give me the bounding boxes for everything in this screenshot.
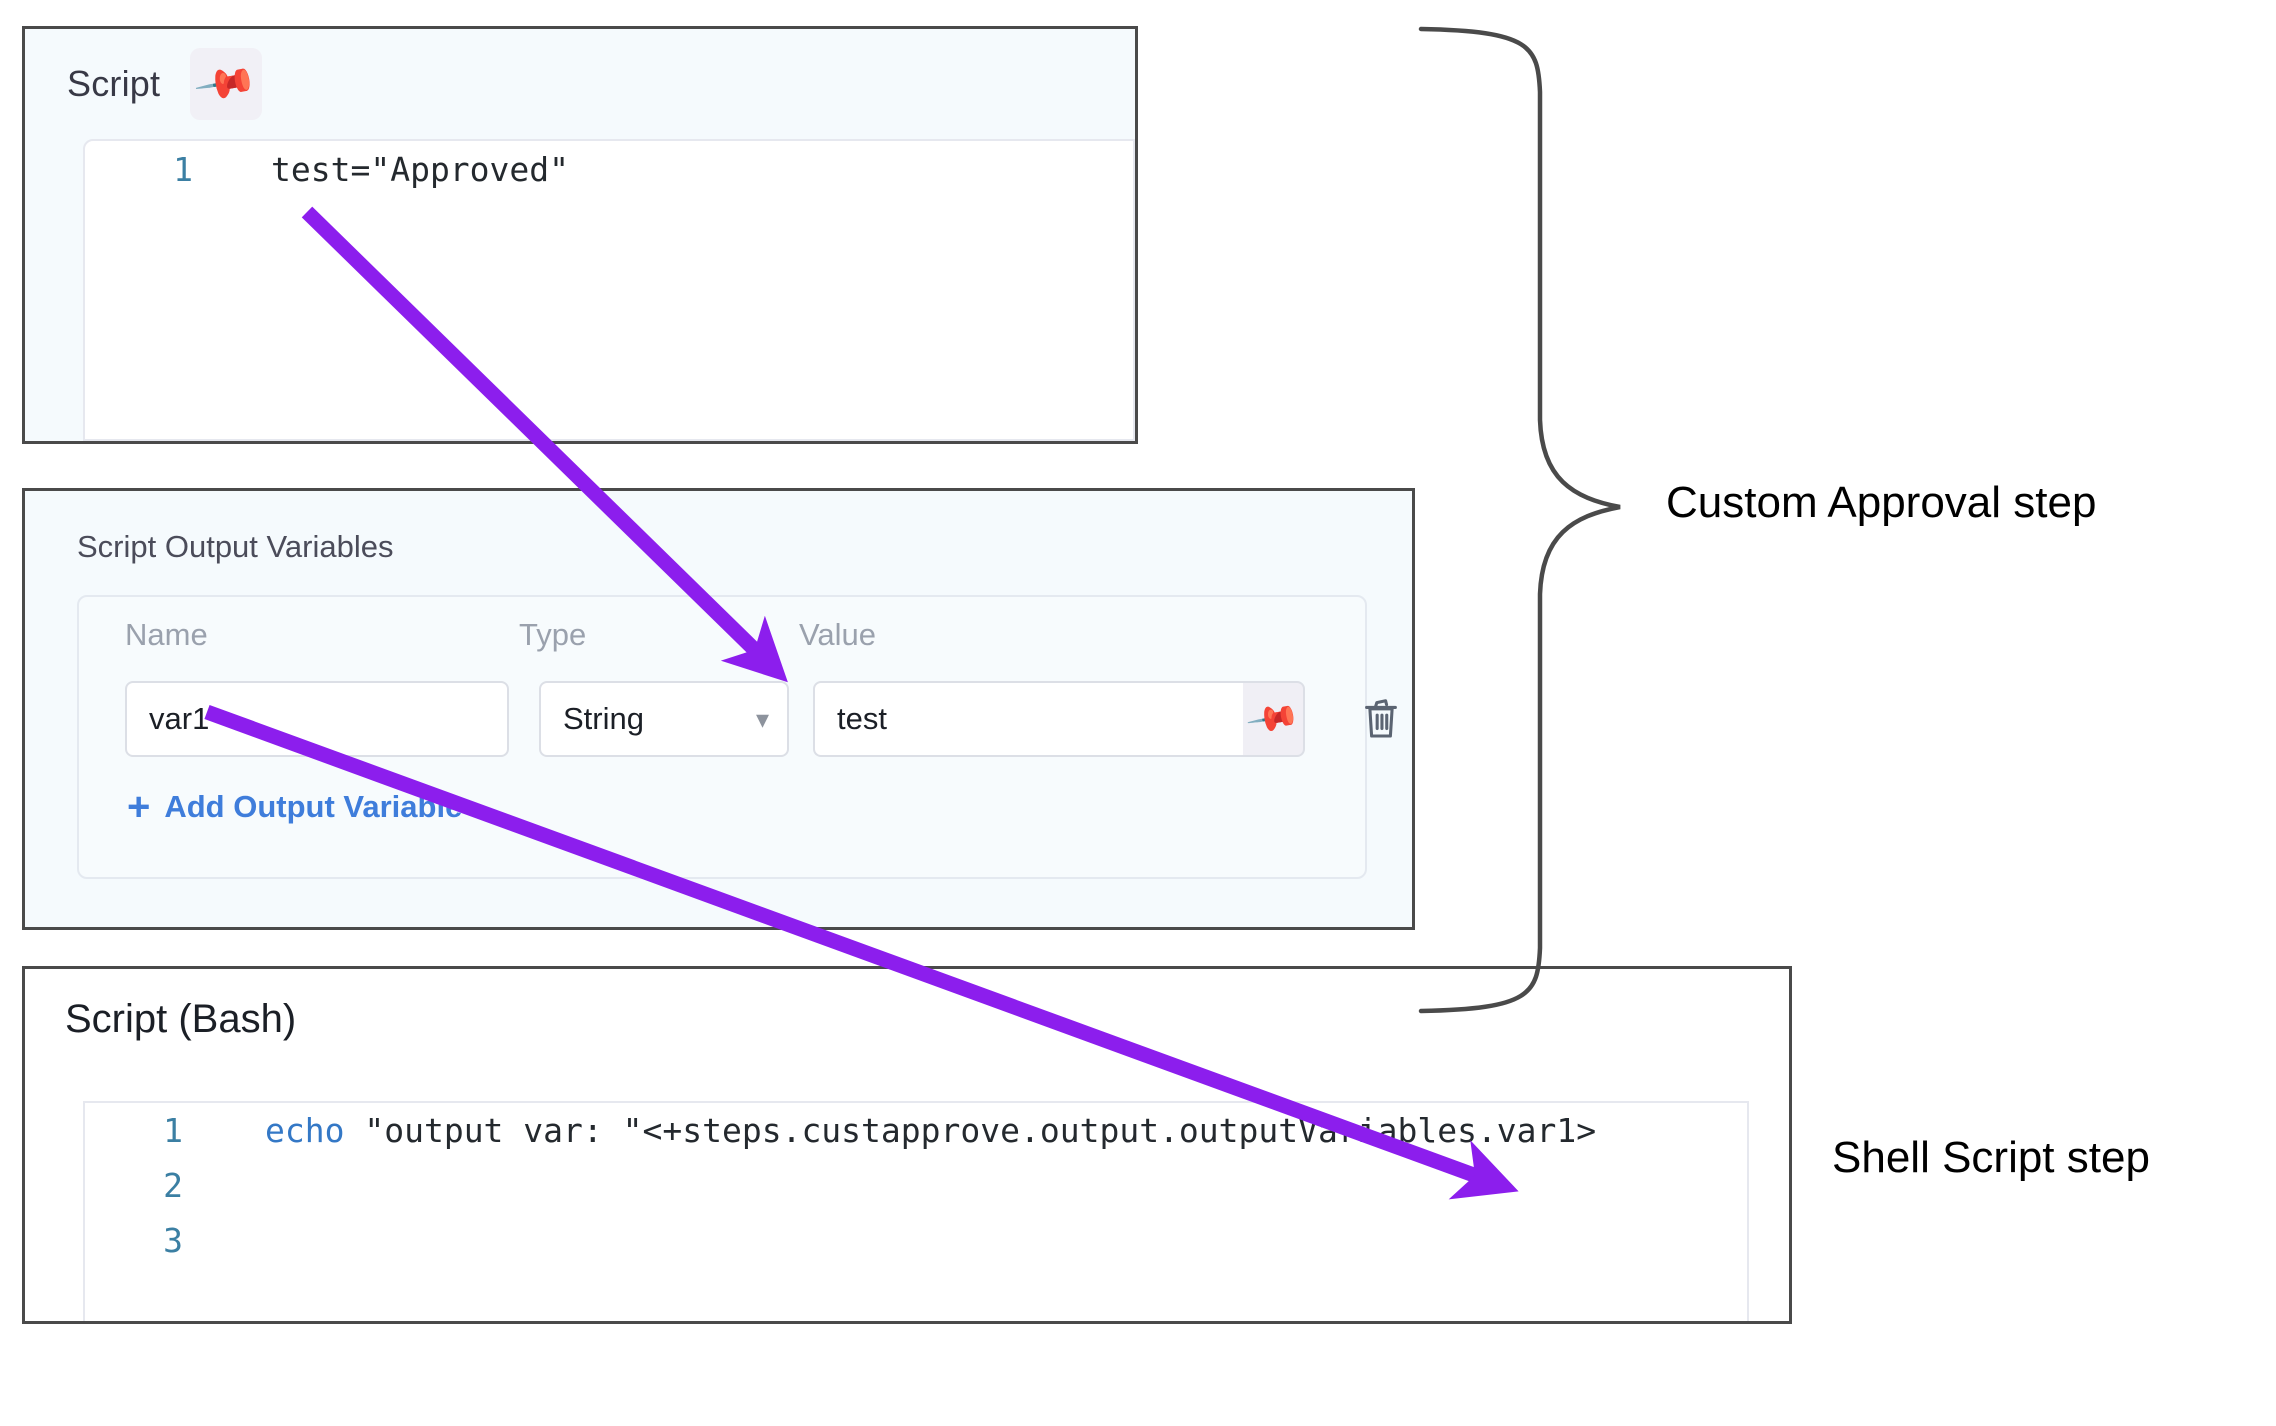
- code-keyword: echo: [265, 1111, 345, 1150]
- column-header-name: Name: [125, 617, 208, 652]
- pin-icon-button[interactable]: 📌: [190, 48, 263, 120]
- annotation-custom-approval-step: Custom Approval step: [1666, 478, 2097, 527]
- script-output-variables-title: Script Output Variables: [77, 529, 394, 564]
- line-number: 1: [163, 1111, 183, 1150]
- bash-script-panel: Script (Bash) 1 echo "output var: "<+ste…: [22, 966, 1792, 1324]
- annotation-shell-script-step: Shell Script step: [1832, 1133, 2150, 1182]
- add-output-variable-label: Add Output Variable: [164, 789, 463, 824]
- column-header-type: Type: [519, 617, 587, 652]
- code-line: 1 test="Approved": [85, 141, 1133, 197]
- script-code-editor[interactable]: 1 test="Approved": [83, 139, 1135, 441]
- line-number: 1: [173, 149, 193, 189]
- variable-value-input[interactable]: test: [813, 681, 1243, 757]
- script-panel: Script 📌 1 test="Approved": [22, 26, 1138, 444]
- code-line: 1 echo "output var: "<+steps.custapprove…: [85, 1103, 1747, 1158]
- output-variables-header-row: Name Type Value: [79, 617, 1365, 661]
- pin-icon: 📌: [193, 51, 260, 117]
- script-output-variables-panel: Script Output Variables Name Type Value …: [22, 488, 1415, 930]
- code-line: 3: [85, 1213, 1747, 1268]
- code-text: test="Approved": [271, 149, 570, 189]
- bash-code-editor[interactable]: 1 echo "output var: "<+steps.custapprove…: [83, 1101, 1749, 1321]
- column-header-value: Value: [799, 617, 876, 652]
- variable-value-pin-button[interactable]: 📌: [1243, 681, 1305, 757]
- output-variable-row: var1 String ▾ test 📌: [79, 681, 1397, 757]
- bash-script-title: Script (Bash): [65, 997, 297, 1041]
- trash-icon: [1365, 699, 1397, 738]
- line-number: 3: [163, 1221, 183, 1260]
- variable-type-value: String: [563, 701, 644, 736]
- add-output-variable-button[interactable]: + Add Output Variable: [127, 787, 462, 827]
- plus-icon: +: [127, 785, 151, 829]
- pin-icon: 📌: [1244, 691, 1302, 747]
- line-number: 2: [163, 1166, 183, 1205]
- code-rest: "output var: "<+steps.custapprove.output…: [344, 1111, 1597, 1150]
- output-variables-card: Name Type Value var1 String ▾ test 📌: [77, 595, 1397, 879]
- code-text: echo "output var: "<+steps.custapprove.o…: [183, 1111, 1596, 1150]
- curly-brace: [1418, 26, 1621, 1014]
- code-line: 2: [85, 1158, 1747, 1213]
- chevron-down-icon: ▾: [755, 703, 769, 734]
- variable-name-input[interactable]: var1: [125, 681, 509, 757]
- script-panel-title: Script: [67, 63, 161, 104]
- delete-variable-button[interactable]: [1351, 685, 1411, 751]
- script-panel-header: Script 📌: [25, 29, 1135, 139]
- variable-type-select[interactable]: String ▾: [539, 681, 789, 757]
